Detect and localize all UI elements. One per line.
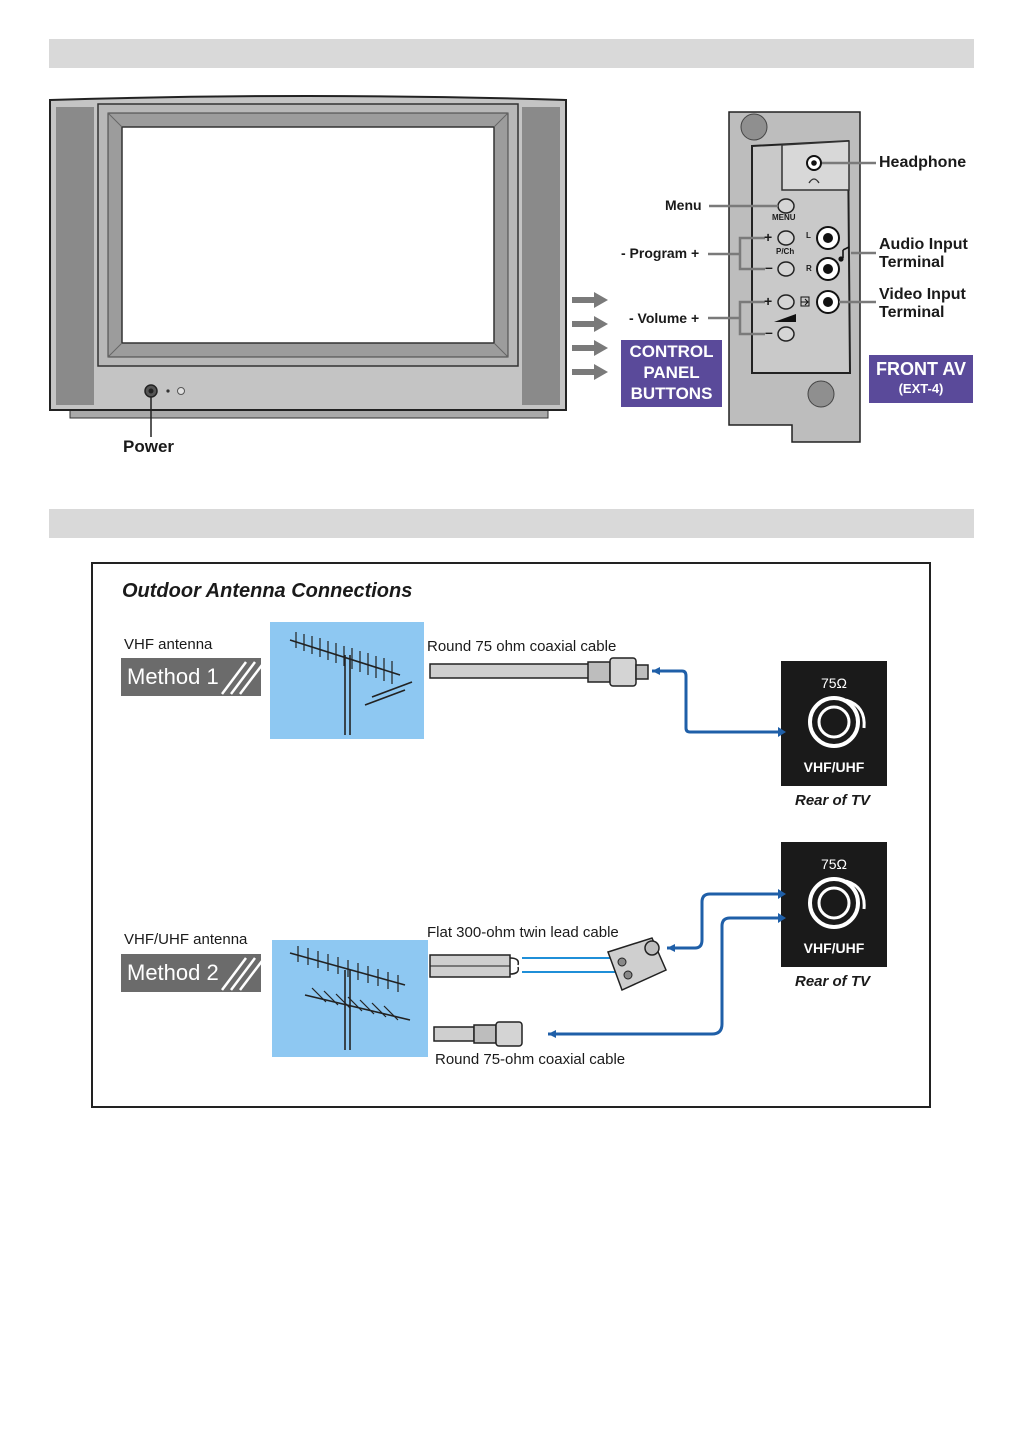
method2-antenna-label: VHF/UHF antenna: [124, 931, 248, 948]
antenna-connections-artwork: [221, 632, 866, 1050]
rear-panel-2-port: VHF/UHF: [803, 940, 865, 956]
method1-antenna-label: VHF antenna: [124, 636, 213, 653]
rear-panel-1-port: VHF/UHF: [803, 759, 865, 775]
method2-flat-cable-label: Flat 300-ohm twin lead cable: [427, 924, 619, 941]
rear-of-tv-caption-2: Rear of TV: [795, 973, 871, 990]
audio-input-label-line1: Audio Input: [879, 236, 968, 253]
method2-round-cable-label: Round 75-ohm coaxial cable: [435, 1051, 626, 1068]
rear-panel-1-ohm: 75Ω: [820, 675, 848, 691]
rear-panel-2-ohm: 75Ω: [820, 856, 848, 872]
front-av-line1: FRONT AV: [876, 359, 966, 379]
section-header-bar-top: [49, 39, 974, 68]
method1-cable-label: Round 75 ohm coaxial cable: [427, 638, 617, 655]
rear-tv-panel-1: 75Ω VHF/UHF: [781, 661, 887, 786]
jack-r-label: R: [806, 264, 812, 273]
plus-label-program: +: [764, 229, 773, 245]
method1-badge-text: Method 1: [127, 664, 219, 689]
antenna-section-title: Outdoor Antenna Connections: [122, 580, 413, 602]
method1-badge: Method 1: [121, 658, 261, 696]
rear-tv-panel-2: 75Ω VHF/UHF: [781, 842, 887, 967]
method2-badge-text: Method 2: [127, 960, 219, 985]
minus-label-volume: –: [765, 324, 773, 340]
power-label: Power: [123, 437, 175, 456]
control-panel-line2: PANEL: [643, 363, 700, 382]
section-header-bar-bottom: [49, 509, 974, 538]
menu-label: Menu: [665, 197, 702, 213]
plus-label-volume: +: [764, 293, 773, 309]
audio-input-label-line2: Terminal: [879, 254, 945, 271]
tv-front-illustration: [49, 95, 876, 443]
method2-badge: Method 2: [121, 954, 261, 992]
front-av-line2: (EXT-4): [898, 381, 944, 396]
control-panel-buttons-box: CONTROL PANEL BUTTONS: [621, 340, 722, 407]
rear-of-tv-caption-1: Rear of TV: [795, 792, 871, 809]
video-input-label-line1: Video Input: [879, 286, 966, 303]
jack-l-label: L: [806, 231, 811, 240]
volume-label: - Volume +: [629, 310, 700, 326]
control-panel-line1: CONTROL: [629, 342, 714, 361]
headphone-label: Headphone: [879, 154, 967, 171]
video-input-label-line2: Terminal: [879, 304, 945, 321]
pch-small-label: P/Ch: [776, 247, 795, 256]
control-panel-line3: BUTTONS: [630, 384, 713, 403]
program-label: - Program +: [621, 245, 700, 261]
menu-small-label: MENU: [772, 213, 796, 222]
antenna-connections-frame: [91, 562, 931, 1108]
front-av-box: FRONT AV (EXT-4): [869, 355, 973, 403]
minus-label-program: –: [765, 259, 773, 275]
